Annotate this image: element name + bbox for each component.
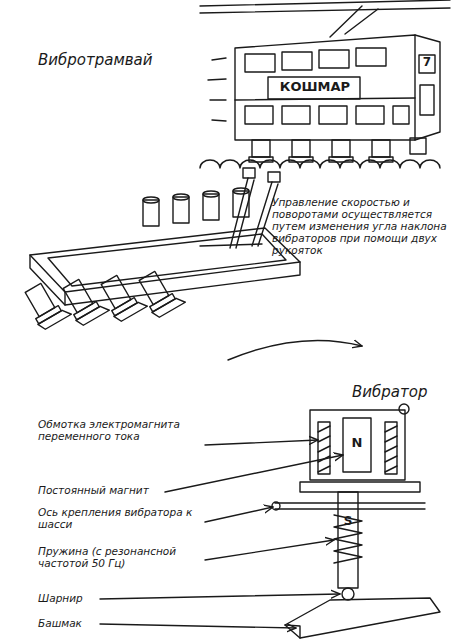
pole-label: N [343,436,371,451]
chassis-drawing [59,274,109,327]
tram-drawing [212,120,226,121]
chassis-drawing [30,228,300,292]
chassis-drawing [64,292,65,305]
chassis-drawing [76,303,109,327]
tram-drawing [282,106,310,124]
tram-drawing [415,35,440,140]
chassis-drawing [114,299,147,323]
vibrator-drawing [300,482,420,492]
tram-drawing [319,50,349,68]
chassis-drawing [74,302,100,320]
vibrator-drawing [385,426,397,472]
vibrator-drawing [343,418,371,472]
drawing-title: Вибротрамвай [38,52,188,69]
part-label: Башмак [38,617,100,629]
chassis-drawing [243,168,255,178]
chassis-drawing [36,306,62,324]
vibrator-drawing [318,422,330,474]
chassis-drawing [143,200,159,226]
vibrator-drawing [334,515,362,563]
vibrator-drawing [385,422,397,474]
vibrator-drawing [272,404,440,638]
chassis-drawing [268,172,280,182]
tram-drawing [282,52,312,70]
chassis-drawing [203,194,219,220]
chassis-drawing [63,279,93,312]
tram-drawing [332,140,350,157]
tram-drawing [393,106,409,124]
vibrator-drawing [272,502,280,510]
chassis-drawing [233,188,249,194]
tram-drawing [235,35,415,140]
vibrator-drawing [399,404,409,414]
tram-drawing [200,160,440,168]
route-number: 7 [419,56,435,70]
chassis-drawing [150,294,176,312]
tram-drawing [200,8,450,13]
vibrator-drawing [285,625,300,638]
tram-drawing [356,48,386,66]
tram-drawing [419,55,435,73]
tram-drawing [245,106,273,124]
tram-drawing [268,77,360,99]
pole-label: S [338,515,358,529]
vibrator-drawing [285,598,440,638]
chassis-drawing [173,194,189,200]
chassis-drawing [135,266,185,319]
part-label: Ось крепления вибратора к шасси [38,506,206,530]
tram-drawing [245,54,275,72]
tram-drawing [210,99,226,100]
chassis-drawing [38,307,71,331]
part-label: Пружина (с резонансной частотой 50 Гц) [38,545,206,569]
chassis-drawing [48,234,286,286]
tram-drawing [356,106,384,124]
chassis-drawing [173,197,189,223]
leader-line [205,440,318,445]
tram-drawing [208,79,226,80]
leader-line [165,455,343,492]
part-label: Шарнир [38,592,100,604]
chassis-drawing [203,191,219,197]
leader-line [205,540,334,560]
chassis-drawing [112,298,138,316]
tram-drawing [372,140,390,157]
tram-drawing [345,9,378,34]
vibrator-drawing [275,503,425,509]
chassis-drawing [101,275,131,308]
tram-sign: КОШМАР [270,80,360,95]
vibrator-drawing [342,588,354,600]
tram-drawing [212,58,226,60]
tram-drawing [200,0,450,168]
chassis-drawing [97,270,147,323]
leader-line [100,594,340,599]
leader-line [100,440,343,628]
vibrator-drawing [310,410,405,480]
chassis-drawing [25,283,55,316]
tram-drawing [420,85,434,115]
tram-drawing [252,140,270,157]
vibrator-drawing [318,426,330,472]
curved-arrow [228,340,362,360]
note-text: Управление скоростью и поворотами осущес… [272,196,450,256]
tram-drawing [330,6,362,37]
chassis-drawing [200,244,262,246]
chassis-drawing [236,180,254,248]
chassis-drawing [139,271,169,304]
drawing-title: Вибратор [352,384,452,401]
chassis-drawing [143,197,159,203]
chassis-drawing [21,168,300,331]
tram-drawing [410,138,426,154]
part-label: Постоянный магнит [38,484,166,496]
chassis-drawing [152,295,185,319]
curved-arrow [228,340,362,360]
leader-line [205,507,273,522]
tram-drawing [292,140,310,157]
leader-line [100,624,296,628]
part-label: Обмотка электромагнита переменного тока [38,418,206,442]
tram-drawing [200,0,450,6]
chassis-drawing [21,278,71,331]
tram-drawing [319,106,347,124]
